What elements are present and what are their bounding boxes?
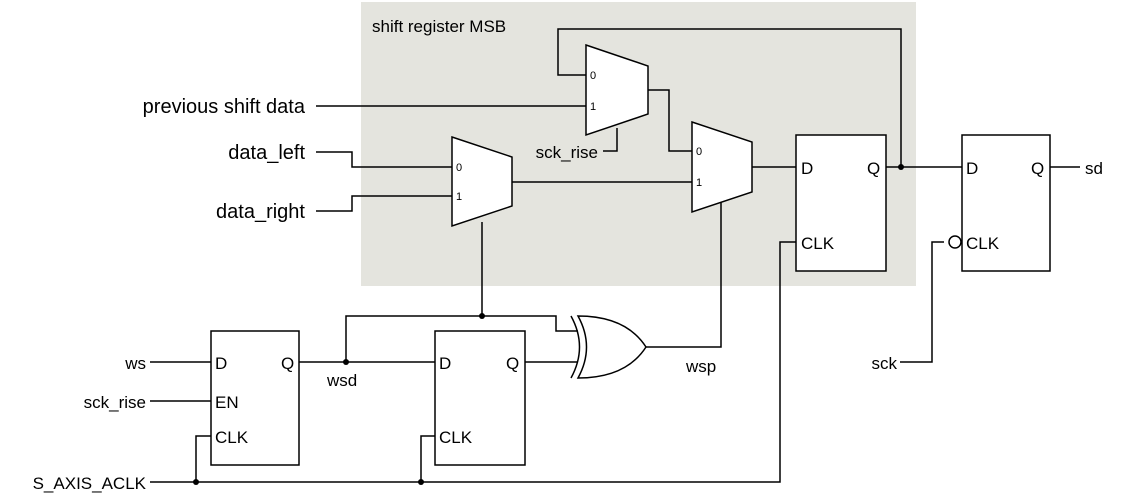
ff-shift-msb: D Q CLK — [795, 134, 887, 272]
ff-ws-q: Q — [281, 354, 294, 373]
label-previous-shift-data: previous shift data — [143, 96, 306, 118]
label-sck-rise: sck_rise — [84, 393, 146, 412]
ff-wsd-delay: D Q CLK — [434, 330, 526, 466]
ff-out-q: Q — [1031, 159, 1044, 178]
mux-data-select: 0 1 — [451, 135, 513, 228]
ff-wsd-d: D — [439, 354, 451, 373]
mux-feedback: 0 1 — [585, 43, 649, 137]
label-sck: sck — [872, 354, 898, 373]
ff-ws-d: D — [215, 354, 227, 373]
label-data-right: data_right — [216, 201, 305, 223]
ff-out-d: D — [966, 159, 978, 178]
mux-out-pin-0: 0 — [696, 146, 702, 158]
label-sd: sd — [1085, 159, 1103, 178]
label-s-axis-aclk: S_AXIS_ACLK — [33, 474, 147, 493]
mux-data-pin-0: 0 — [456, 162, 462, 174]
ff-shift-d: D — [801, 159, 813, 178]
ff-ws-en: EN — [215, 393, 239, 412]
mux-output-select: 0 1 — [691, 120, 753, 214]
ff-shift-clk: CLK — [801, 234, 835, 253]
mux-feedback-pin-0: 0 — [590, 70, 596, 82]
label-wsp: wsp — [685, 357, 716, 376]
mux-out-pin-1: 1 — [696, 177, 702, 189]
ff-ws-clk: CLK — [215, 428, 249, 447]
label-ws: ws — [124, 354, 146, 373]
ff-shift-q: Q — [867, 159, 880, 178]
ff-output: D Q CLK — [948, 134, 1051, 272]
mux-feedback-pin-1: 1 — [590, 101, 596, 113]
mux-data-pin-1: 1 — [456, 191, 462, 203]
ff-out-clk: CLK — [966, 234, 1000, 253]
label-data-left: data_left — [228, 142, 305, 164]
label-wsd: wsd — [326, 371, 357, 390]
xor-gate — [570, 315, 647, 379]
ff-wsd-clk: CLK — [439, 428, 473, 447]
ff-wsd-q: Q — [506, 354, 519, 373]
ff-ws-delay: D Q EN CLK — [210, 330, 300, 466]
label-mux-sel: sck_rise — [536, 143, 598, 162]
region-label: shift register MSB — [372, 17, 506, 36]
